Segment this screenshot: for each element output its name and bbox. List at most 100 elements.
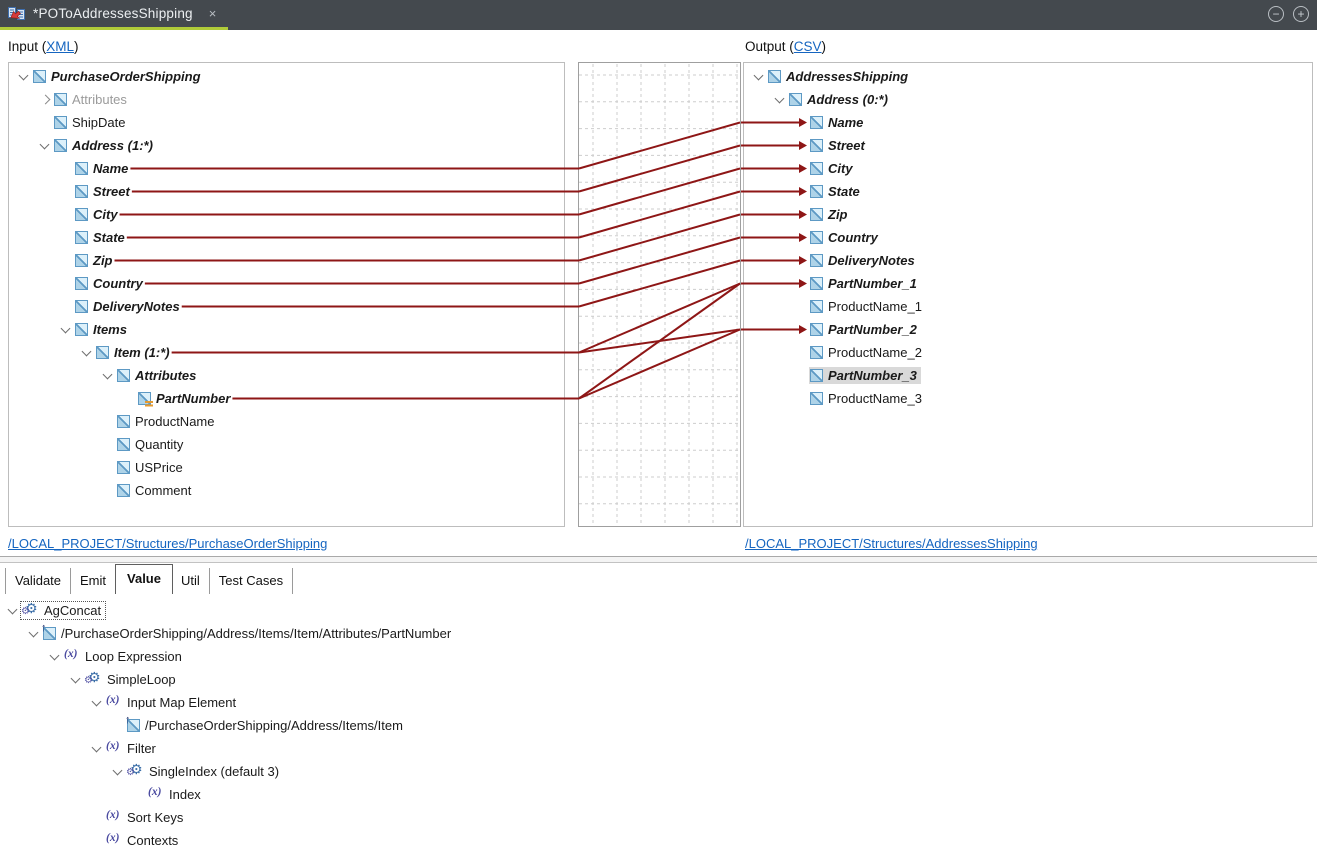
chevron-expanded-icon[interactable] <box>59 322 74 337</box>
tab-validate[interactable]: Validate <box>5 568 72 594</box>
output-node-row[interactable]: Street <box>744 134 1312 157</box>
tab-test-cases[interactable]: Test Cases <box>210 568 294 594</box>
output-node-row[interactable]: ProductName_1 <box>744 295 1312 318</box>
output-node-row[interactable]: PartNumber_2 <box>744 318 1312 341</box>
input-node-row[interactable]: Country <box>9 272 564 295</box>
input-node-row[interactable]: PartNumber <box>9 387 564 410</box>
output-node-label: Address (0:*) <box>807 92 888 107</box>
chevron-spacer <box>101 414 116 429</box>
expression-node-row[interactable]: ⚙⚙AgConcat <box>0 599 1317 622</box>
chevron-expanded-icon[interactable] <box>101 368 116 383</box>
output-node-label: City <box>828 161 853 176</box>
chevron-expanded-icon[interactable] <box>38 138 53 153</box>
input-node-row[interactable]: Name <box>9 157 564 180</box>
output-node-row[interactable]: AddressesShipping <box>744 65 1312 88</box>
chevron-collapsed-icon[interactable] <box>38 92 53 107</box>
input-node-row[interactable]: Address (1:*) <box>9 134 564 157</box>
input-node-row[interactable]: Attributes <box>9 88 564 111</box>
output-node-label: PartNumber_1 <box>828 276 917 291</box>
expression-node-row[interactable]: /PurchaseOrderShipping/Address/Items/Ite… <box>0 714 1317 737</box>
chevron-spacer <box>794 345 809 360</box>
input-node-row[interactable]: ShipDate <box>9 111 564 134</box>
chevron-spacer <box>59 276 74 291</box>
chevron-spacer <box>122 391 137 406</box>
tab-emit[interactable]: Emit <box>71 568 117 594</box>
expand-panel-button[interactable]: + <box>1293 6 1309 22</box>
input-node-row[interactable]: Attributes <box>9 364 564 387</box>
output-node-row[interactable]: DeliveryNotes <box>744 249 1312 272</box>
input-node-row[interactable]: DeliveryNotes <box>9 295 564 318</box>
tab-value[interactable]: Value <box>115 564 173 594</box>
input-node-label: Attributes <box>72 92 127 107</box>
fx-icon <box>106 832 122 848</box>
chevron-expanded-icon[interactable] <box>752 69 767 84</box>
input-node-row[interactable]: ProductName <box>9 410 564 433</box>
input-node-label: PartNumber <box>156 391 231 406</box>
input-node-row[interactable]: PurchaseOrderShipping <box>9 65 564 88</box>
fx-icon <box>106 694 122 710</box>
tab-util[interactable]: Util <box>172 568 210 594</box>
chevron-spacer <box>794 138 809 153</box>
input-node-row[interactable]: USPrice <box>9 456 564 479</box>
input-node-row[interactable]: City <box>9 203 564 226</box>
expression-node-row[interactable]: Index <box>0 783 1317 806</box>
output-node-row[interactable]: Name <box>744 111 1312 134</box>
input-node-row[interactable]: State <box>9 226 564 249</box>
output-node-label: ProductName_2 <box>828 345 922 360</box>
expression-node-row[interactable]: Contexts <box>0 829 1317 852</box>
node-icon <box>810 116 823 129</box>
chevron-expanded-icon[interactable] <box>773 92 788 107</box>
tab-close-icon[interactable]: × <box>208 6 217 21</box>
chevron-spacer <box>38 115 53 130</box>
output-node-row[interactable]: City <box>744 157 1312 180</box>
chevron-expanded-icon[interactable] <box>17 69 32 84</box>
expression-node-row[interactable]: ⚙⚙SingleIndex (default 3) <box>0 760 1317 783</box>
expression-node-row[interactable]: /PurchaseOrderShipping/Address/Items/Ite… <box>0 622 1317 645</box>
expression-node-label: /PurchaseOrderShipping/Address/Items/Ite… <box>61 626 452 641</box>
output-node-row[interactable]: PartNumber_3 <box>744 364 1312 387</box>
input-node-label: Name <box>93 161 129 176</box>
input-node-row[interactable]: Items <box>9 318 564 341</box>
collapse-panel-button[interactable]: − <box>1268 6 1284 22</box>
document-tab[interactable]: *POToAddressesShipping × <box>0 0 228 27</box>
input-node-label: Comment <box>135 483 192 498</box>
input-format-link[interactable]: XML <box>46 39 75 54</box>
output-node-row[interactable]: ProductName_2 <box>744 341 1312 364</box>
input-node-label: Items <box>93 322 127 337</box>
input-node-row[interactable]: Item (1:*) <box>9 341 564 364</box>
input-structure-link[interactable]: /LOCAL_PROJECT/Structures/PurchaseOrderS… <box>8 536 328 551</box>
output-node-row[interactable]: ProductName_3 <box>744 387 1312 410</box>
output-node-row[interactable]: Zip <box>744 203 1312 226</box>
chevron-expanded-icon[interactable] <box>111 764 126 779</box>
chevron-expanded-icon[interactable] <box>48 649 63 664</box>
expression-node-row[interactable]: Loop Expression <box>0 645 1317 668</box>
input-node-row[interactable]: Quantity <box>9 433 564 456</box>
chevron-expanded-icon[interactable] <box>80 345 95 360</box>
expression-node-row[interactable]: ⚙⚙SimpleLoop <box>0 668 1317 691</box>
output-node-row[interactable]: Country <box>744 226 1312 249</box>
output-node-row[interactable]: Address (0:*) <box>744 88 1312 111</box>
chevron-expanded-icon[interactable] <box>69 672 84 687</box>
mapping-canvas[interactable] <box>578 62 741 527</box>
input-node-row[interactable]: Street <box>9 180 564 203</box>
input-node-row[interactable]: Comment <box>9 479 564 502</box>
output-format-link[interactable]: CSV <box>793 39 822 54</box>
horizontal-splitter[interactable] <box>0 556 1317 563</box>
output-node-row[interactable]: PartNumber_1 <box>744 272 1312 295</box>
output-node-row[interactable]: State <box>744 180 1312 203</box>
chevron-expanded-icon[interactable] <box>27 626 42 641</box>
chevron-expanded-icon[interactable] <box>90 741 105 756</box>
node-icon <box>810 300 823 313</box>
input-node-row[interactable]: Zip <box>9 249 564 272</box>
output-node-label: Name <box>828 115 864 130</box>
expression-node-row[interactable]: Sort Keys <box>0 806 1317 829</box>
expression-node-row[interactable]: Input Map Element <box>0 691 1317 714</box>
chevron-expanded-icon[interactable] <box>6 603 21 618</box>
chevron-expanded-icon[interactable] <box>90 695 105 710</box>
output-node-label: ProductName_1 <box>828 299 922 314</box>
expression-node-row[interactable]: Filter <box>0 737 1317 760</box>
output-structure-link[interactable]: /LOCAL_PROJECT/Structures/AddressesShipp… <box>745 536 1038 551</box>
node-icon <box>96 346 109 359</box>
